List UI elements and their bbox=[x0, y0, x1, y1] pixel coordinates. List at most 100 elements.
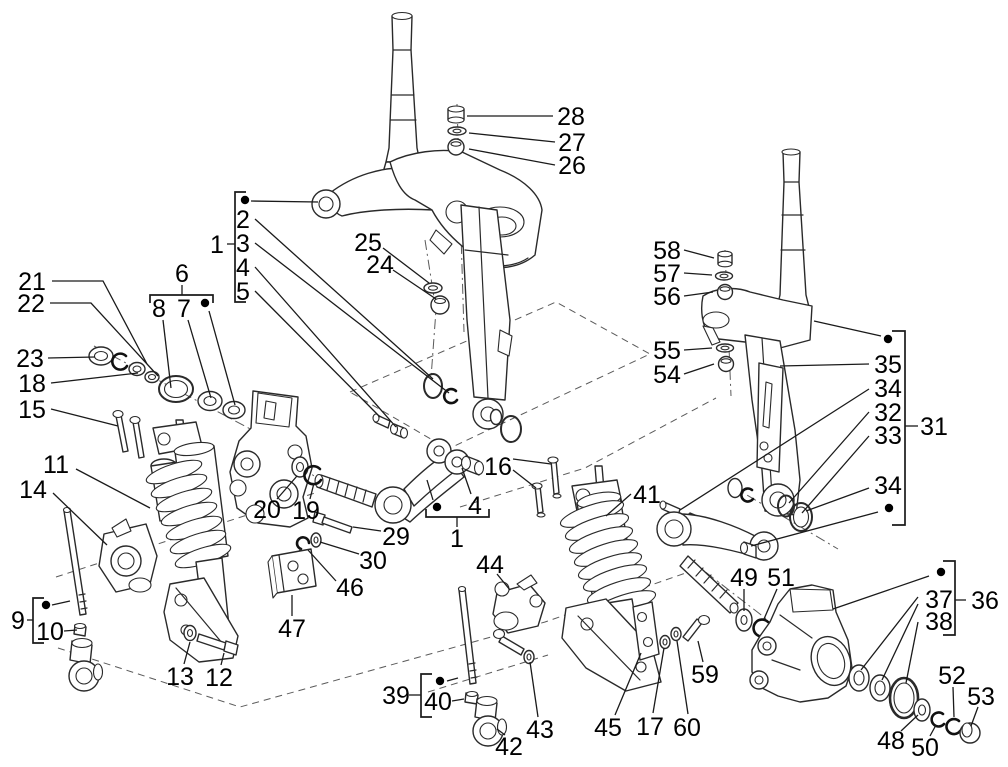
leader-line-23 bbox=[47, 356, 96, 359]
leader-line-42 bbox=[496, 728, 506, 736]
part-number-41: 41 bbox=[633, 481, 661, 509]
part-number-12: 12 bbox=[205, 664, 233, 692]
part-number-34: 34 bbox=[874, 472, 902, 500]
part-number-38: 38 bbox=[925, 608, 953, 636]
leader-line-16 bbox=[512, 458, 552, 465]
shock-absorber-right bbox=[559, 465, 662, 692]
leader-lines-layer bbox=[27, 115, 979, 737]
caliper-unit-left bbox=[98, 518, 158, 593]
part-number-47: 47 bbox=[278, 615, 306, 643]
bullet-leader-line bbox=[250, 200, 319, 203]
leader-line-7 bbox=[187, 319, 212, 399]
bullet-leader-line bbox=[208, 310, 236, 406]
leader-line-29 bbox=[352, 526, 382, 532]
leader-line-8 bbox=[162, 319, 172, 389]
leader-line-45 bbox=[614, 652, 642, 716]
mounting-bolts bbox=[112, 409, 562, 518]
part-number-27: 27 bbox=[558, 129, 586, 157]
leader-line-37 bbox=[860, 596, 919, 671]
assembly-bullet-marker bbox=[936, 567, 946, 577]
assembly-bullet-marker bbox=[435, 676, 445, 686]
leader-line-2 bbox=[254, 218, 434, 380]
part-number-34: 34 bbox=[874, 375, 902, 403]
leader-line-17 bbox=[652, 647, 665, 714]
part-number-21: 21 bbox=[18, 268, 46, 296]
part-number-44: 44 bbox=[476, 551, 504, 579]
part-number-30: 30 bbox=[359, 547, 387, 575]
part-number-51: 51 bbox=[767, 564, 795, 592]
leader-line-5 bbox=[254, 290, 381, 418]
leader-line-10 bbox=[63, 629, 78, 632]
assembly-bullet-marker bbox=[432, 502, 442, 512]
leader-line-60 bbox=[676, 640, 689, 715]
part-number-46: 46 bbox=[336, 574, 364, 602]
leader-line-18 bbox=[50, 372, 139, 384]
part-number-49: 49 bbox=[730, 564, 758, 592]
leader-line-55 bbox=[683, 347, 713, 351]
part-number-57: 57 bbox=[653, 260, 681, 288]
leader-line-3 bbox=[254, 242, 450, 394]
part-number-16: 16 bbox=[484, 453, 512, 481]
part-number-26: 26 bbox=[558, 152, 586, 180]
leader-line-25 bbox=[382, 247, 430, 284]
part-number-43: 43 bbox=[526, 716, 554, 744]
leader-line-53 bbox=[970, 706, 979, 727]
link-plate-45 bbox=[632, 601, 711, 661]
part-number-28: 28 bbox=[557, 103, 585, 131]
leader-line-48 bbox=[900, 714, 919, 732]
leader-line-15 bbox=[50, 408, 119, 427]
leader-line-41 bbox=[605, 493, 632, 517]
leader-line-34 bbox=[679, 388, 870, 511]
assembly-bullet-marker bbox=[884, 503, 894, 513]
tie-rod-left bbox=[62, 506, 239, 692]
leader-line-52 bbox=[952, 686, 955, 718]
part-number-9: 9 bbox=[11, 607, 25, 635]
leader-line-40 bbox=[451, 698, 465, 702]
bullet-leader-line bbox=[446, 677, 459, 682]
part-number-39: 39 bbox=[382, 682, 410, 710]
leader-line-26 bbox=[468, 148, 556, 166]
part-number-2: 2 bbox=[236, 206, 250, 234]
leader-line-44 bbox=[496, 573, 511, 591]
part-number-22: 22 bbox=[17, 290, 45, 318]
part-number-31: 31 bbox=[920, 413, 948, 441]
part-number-19: 19 bbox=[292, 497, 320, 525]
hub-carrier-left bbox=[229, 390, 313, 528]
part-number-20: 20 bbox=[253, 496, 281, 524]
part-number-6: 6 bbox=[175, 260, 189, 288]
leader-line-19 bbox=[309, 482, 315, 500]
steering-stem-hardware bbox=[423, 105, 467, 315]
part-number-7: 7 bbox=[177, 295, 191, 323]
part-number-5: 5 bbox=[236, 278, 250, 306]
part-number-58: 58 bbox=[653, 237, 681, 265]
leader-line-24 bbox=[392, 269, 437, 300]
part-number-4: 4 bbox=[236, 254, 250, 282]
leader-line-14 bbox=[52, 492, 108, 546]
leader-line-50 bbox=[929, 724, 937, 737]
leader-line-38 bbox=[905, 621, 919, 684]
group-31 bbox=[892, 330, 906, 526]
leader-line-43 bbox=[529, 661, 539, 718]
group-36 bbox=[943, 560, 956, 636]
part-number-15: 15 bbox=[18, 396, 46, 424]
fork-leg-seals-centre bbox=[423, 373, 522, 443]
assembly-bullet-marker bbox=[41, 600, 51, 610]
leader-line-11 bbox=[75, 468, 151, 509]
part-number-1: 1 bbox=[210, 231, 224, 259]
part-number-59: 59 bbox=[691, 661, 719, 689]
bullet-leader-line bbox=[51, 600, 71, 606]
part-number-45: 45 bbox=[594, 714, 622, 742]
assembly-bullet-marker bbox=[200, 298, 210, 308]
part-number-10: 10 bbox=[36, 618, 64, 646]
part-number-40: 40 bbox=[424, 688, 452, 716]
leader-line-32 bbox=[788, 411, 870, 504]
part-number-56: 56 bbox=[653, 283, 681, 311]
leader-line-16 bbox=[512, 469, 537, 489]
leader-line-56 bbox=[683, 291, 714, 297]
part-number-53: 53 bbox=[967, 683, 995, 711]
part-number-33: 33 bbox=[874, 422, 902, 450]
bullet-leader-line bbox=[813, 320, 882, 337]
leader-line-46 bbox=[307, 549, 337, 582]
